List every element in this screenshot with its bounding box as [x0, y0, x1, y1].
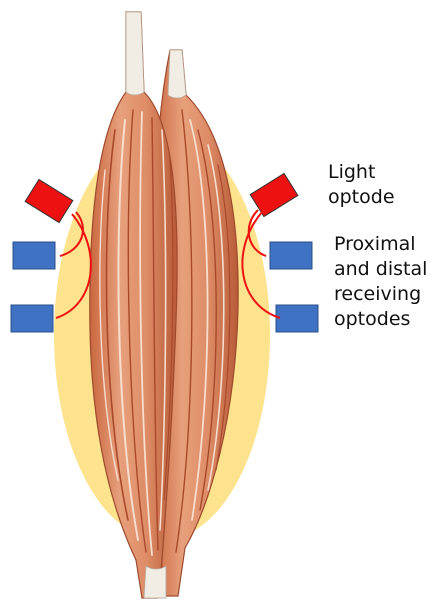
- light-optode-label: Light optode: [328, 160, 395, 210]
- receiving-optode-right-distal: [276, 305, 318, 332]
- receiving-optodes-label: Proximal and distal receiving optodes: [334, 232, 427, 332]
- receiving-optode-left-proximal: [13, 242, 55, 269]
- tendon-bottom: [144, 566, 166, 598]
- tendon-right-top: [168, 50, 186, 98]
- light-optode-left: [25, 179, 73, 222]
- receiving-optode-left-distal: [11, 305, 53, 332]
- receiving-optode-right-proximal: [270, 242, 312, 269]
- tendon-left-top: [126, 12, 144, 95]
